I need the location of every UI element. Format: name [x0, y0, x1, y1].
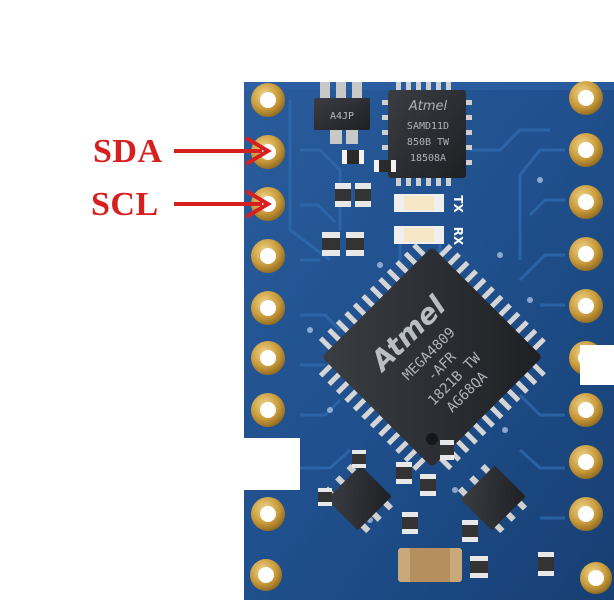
right-pad-2 [569, 133, 603, 167]
smd-components-bottom [318, 440, 554, 582]
right-pin-row [569, 81, 603, 531]
usb-interface-chip: Atmel SAMD11D 850B TW 18508A [382, 82, 472, 186]
right-pad-3 [569, 185, 603, 219]
left-pad-6 [251, 341, 285, 375]
usb-chip-line2: SAMD11D [407, 121, 449, 132]
main-microcontroller [318, 243, 546, 471]
left-pad-5 [251, 291, 285, 325]
led-label-tx: TX [451, 195, 465, 213]
right-pad-1 [569, 81, 603, 115]
voltage-regulator: A4JP [314, 82, 370, 144]
sda-label: SDA [93, 133, 163, 170]
right-pad-7 [569, 393, 603, 427]
regulator-marking: A4JP [330, 111, 354, 122]
scl-arrow [174, 189, 272, 219]
left-pad-4 [251, 239, 285, 273]
right-pad-5 [569, 289, 603, 323]
sda-arrow [174, 136, 272, 166]
left-pad-7 [251, 393, 285, 427]
usb-chip-line4: 18508A [410, 153, 446, 164]
usb-chip-line3: 850B TW [407, 137, 450, 148]
status-leds: TX RX [394, 194, 465, 246]
led-label-rx: RX [451, 227, 465, 246]
mosfet-left [323, 463, 394, 534]
right-pad-4 [569, 237, 603, 271]
left-pad-9 [251, 497, 285, 531]
mosfet-right [457, 463, 528, 534]
left-pad-1 [251, 83, 285, 117]
usb-chip-brand: Atmel [408, 99, 448, 114]
right-pad-8 [569, 445, 603, 479]
scl-label: SCL [91, 186, 159, 223]
right-pad-9 [569, 497, 603, 531]
smd-components-top [322, 150, 396, 256]
